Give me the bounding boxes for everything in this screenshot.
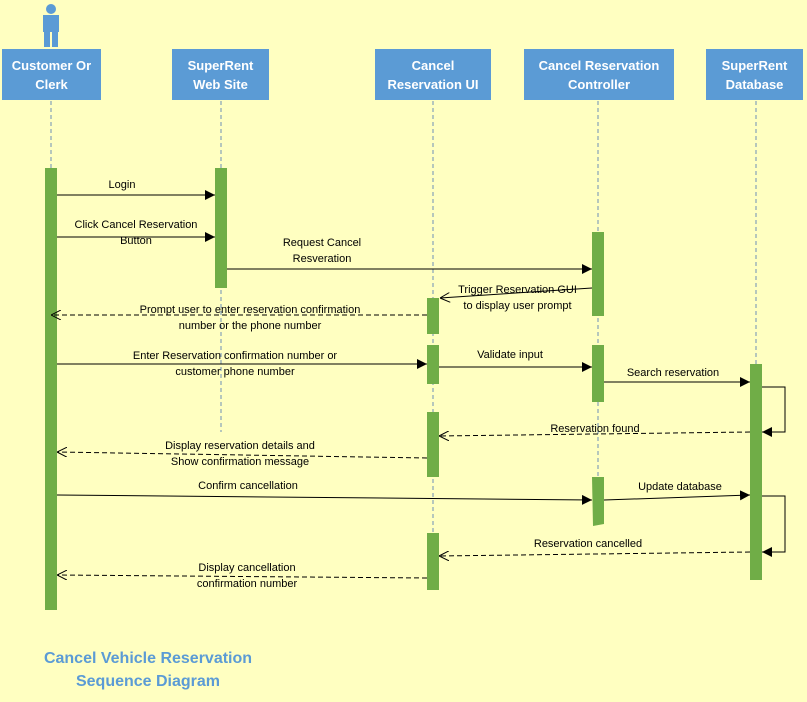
- activation-controller-3: [592, 477, 604, 526]
- lifeline-header-line2: Controller: [567, 76, 631, 92]
- message-text-line2: number or the phone number: [178, 320, 322, 332]
- diagram-title-line2: Sequence Diagram: [75, 673, 221, 690]
- message-label-validate: Validate input: [455, 347, 565, 363]
- lifeline-header-line1: Cancel: [411, 57, 455, 73]
- message-label-click-cancel: Click Cancel Reservation Button: [61, 217, 211, 249]
- message-label-display-cancellation: Display cancellation confirmation number: [167, 560, 327, 592]
- message-label-login: Login: [72, 177, 172, 193]
- lifeline-header-website: SuperRent Web Site: [172, 49, 269, 100]
- message-text-line1: Display cancellation: [198, 562, 296, 574]
- activation-ui-4: [427, 533, 439, 590]
- lifeline-header-line1: SuperRent: [721, 57, 788, 73]
- message-text-line1: Click Cancel Reservation: [74, 219, 198, 231]
- arrow-reservation-found: [439, 432, 751, 436]
- activation-database: [750, 364, 762, 580]
- message-text-line1: Prompt user to enter reservation confirm…: [139, 304, 361, 316]
- message-label-display-details: Display reservation details and Show con…: [130, 438, 350, 470]
- lifeline-header-line2: Database: [725, 76, 784, 92]
- arrow-reservation-cancelled: [439, 552, 751, 556]
- message-text-line1: Trigger Reservation GUI: [458, 284, 577, 296]
- activation-ui-3: [427, 412, 439, 477]
- message-text-line1: Enter Reservation confirmation number or: [132, 350, 338, 362]
- message-label-enter-number: Enter Reservation confirmation number or…: [90, 348, 380, 380]
- message-text-line1: Reservation cancelled: [533, 538, 643, 550]
- arrow-trigger-gui: [440, 287, 593, 298]
- activation-ui-2: [427, 345, 439, 384]
- message-text-line2: customer phone number: [175, 366, 295, 378]
- message-text-line1: Validate input: [477, 349, 543, 361]
- message-label-reservation-cancelled: Reservation cancelled: [518, 536, 658, 552]
- message-text-line2: Button: [120, 235, 152, 247]
- lifeline-header-ui: Cancel Reservation UI: [375, 49, 491, 100]
- message-label-request-cancel: Request Cancel Resveration: [242, 235, 402, 267]
- message-text-line1: Reservation found: [550, 423, 640, 435]
- message-text-line1: Request Cancel: [282, 237, 362, 249]
- activation-controller-2: [592, 345, 604, 402]
- lifeline-header-controller: Cancel Reservation Controller: [524, 49, 674, 100]
- message-text-line2: to display user prompt: [463, 300, 572, 312]
- message-label-reservation-found: Reservation found: [530, 421, 660, 437]
- activation-customer: [45, 168, 57, 610]
- message-text-line1: Update database: [638, 481, 722, 493]
- arrow-update-self: [762, 495, 786, 557]
- message-label-trigger-gui: Trigger Reservation GUI to display user …: [440, 282, 595, 314]
- message-label-search: Search reservation: [608, 365, 738, 381]
- message-label-confirm-cancel: Confirm cancellation: [178, 478, 318, 494]
- lifeline-header-line2: Web Site: [193, 76, 248, 92]
- diagram-title: Cancel Vehicle Reservation Sequence Diag…: [20, 647, 276, 693]
- message-label-update-db: Update database: [620, 479, 740, 495]
- message-text-line2: confirmation number: [196, 578, 298, 590]
- message-text-line1: Confirm cancellation: [198, 480, 298, 492]
- diagram-title-line1: Cancel Vehicle Reservation: [43, 650, 253, 667]
- actor-icon: [43, 4, 59, 47]
- arrow-display-details: [57, 452, 428, 459]
- message-text-line1: Display reservation details and: [165, 440, 315, 452]
- lifeline-header-line1: SuperRent: [187, 57, 254, 73]
- arrow-display-cancellation: [57, 575, 428, 578]
- lifeline-header-line2: Clerk: [35, 76, 68, 92]
- lifeline-header-database: SuperRent Database: [706, 49, 803, 100]
- message-text-line2: Resveration: [292, 253, 352, 265]
- message-label-prompt-user: Prompt user to enter reservation confirm…: [90, 302, 410, 334]
- message-text-line1: Login: [108, 179, 136, 191]
- activation-controller-1: [592, 232, 604, 316]
- arrow-search-self: [762, 386, 786, 437]
- message-text-line2: Show confirmation message: [170, 456, 310, 468]
- lifeline-header-line1: Cancel Reservation: [538, 57, 660, 73]
- arrow-confirm-cancel: [56, 494, 593, 505]
- activation-website: [215, 168, 227, 288]
- lifeline-header-line2: Reservation UI: [387, 76, 479, 92]
- activation-ui-1: [427, 298, 439, 334]
- arrow-update-db: [603, 490, 751, 501]
- lifeline-header-customer: Customer Or Clerk: [2, 49, 101, 100]
- message-text-line1: Search reservation: [626, 367, 720, 379]
- lifeline-header-line1: Customer Or: [11, 57, 92, 73]
